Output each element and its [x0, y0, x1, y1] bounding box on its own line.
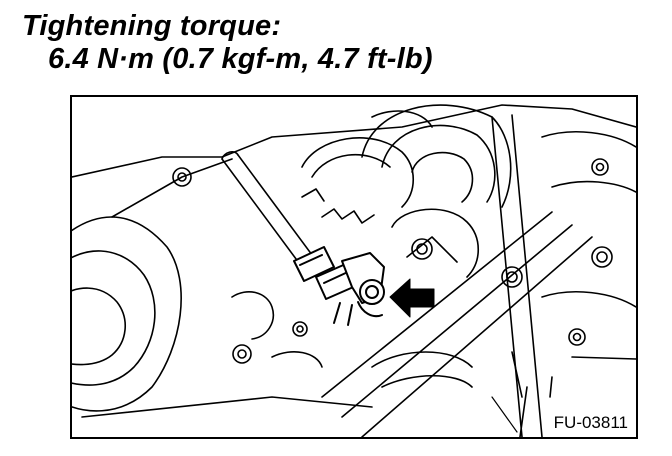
- arrow-left-icon: [389, 278, 435, 318]
- bolts: [172, 158, 613, 364]
- figure-code: FU-03811: [553, 413, 628, 432]
- engine-illustration: FU-03811: [70, 95, 638, 439]
- cam-sprocket: [301, 110, 433, 224]
- idler-pulley: [361, 104, 512, 208]
- torque-value: 6.4 N·m (0.7 kgf-m, 4.7 ft-lb): [48, 43, 433, 75]
- crank-pulley: [72, 216, 182, 412]
- engine-line-drawing: [72, 104, 636, 437]
- timing-belt: [321, 114, 593, 437]
- guide-rod: [221, 150, 319, 268]
- sensor-connector: [293, 246, 385, 326]
- torque-heading: Tightening torque: 6.4 N·m (0.7 kgf-m, 4…: [22, 10, 433, 76]
- torque-label: Tightening torque:: [22, 10, 282, 42]
